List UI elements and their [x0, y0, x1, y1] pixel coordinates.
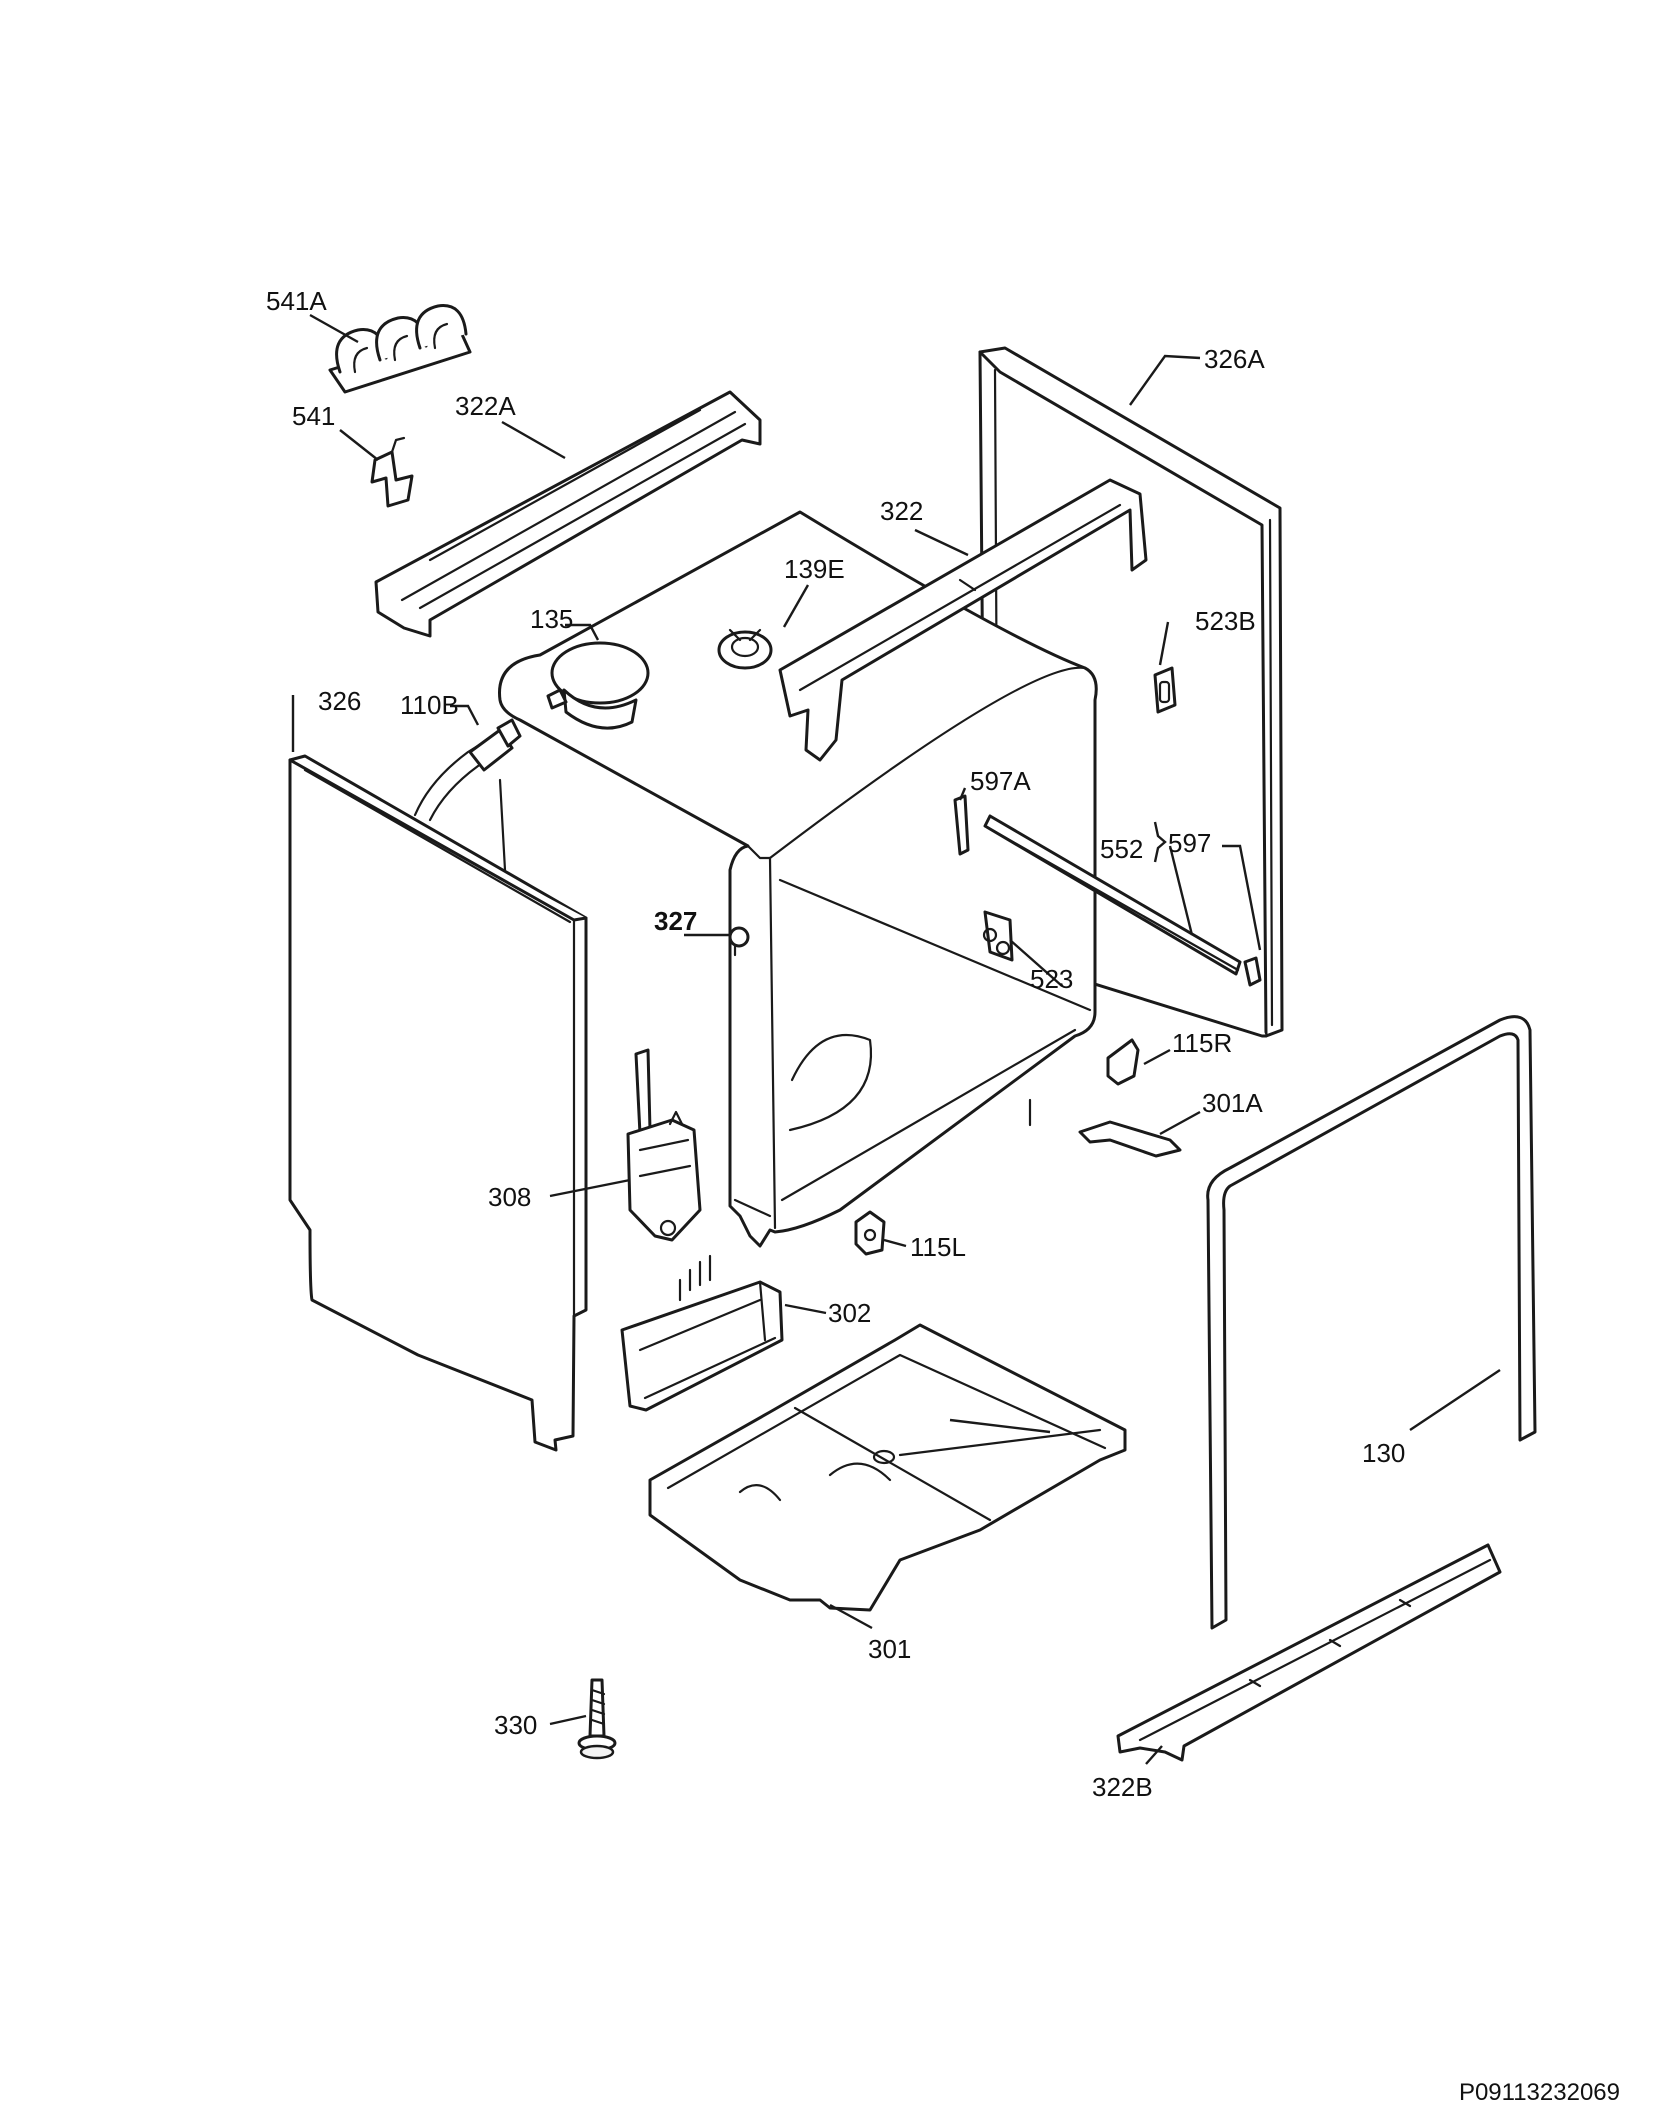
part-115L-cap: [854, 1210, 886, 1256]
part-541A-hose-clip: [328, 304, 472, 394]
callout-541A: 541A: [266, 286, 327, 316]
part-tub-cabinet: [498, 510, 1098, 1248]
callout-327: 327: [654, 906, 697, 936]
part-330-leveling-foot: [577, 1678, 617, 1760]
callout-302: 302: [828, 1298, 871, 1328]
callout-523B: 523B: [1195, 606, 1256, 636]
part-139E-fitting: [717, 628, 773, 670]
part-135-salt-cap: [546, 641, 650, 730]
part-115R-cap: [1106, 1038, 1140, 1086]
part-541-bracket: [370, 436, 414, 508]
callout-301: 301: [868, 1634, 911, 1664]
callout-322A: 322A: [455, 391, 516, 421]
callout-322: 322: [880, 496, 923, 526]
part-523-roller: [982, 910, 1014, 962]
part-130-door-seal: [1206, 1015, 1537, 1630]
callout-326: 326: [318, 686, 361, 716]
callout-110B: 110B: [400, 690, 459, 720]
part-302-front-frame: [620, 1280, 784, 1412]
callout-322B: 322B: [1092, 1772, 1153, 1802]
callout-597: 597: [1168, 828, 1211, 858]
callout-130: 130: [1362, 1438, 1405, 1468]
callout-541: 541: [292, 401, 335, 431]
part-322-top-rail: [778, 478, 1148, 762]
callout-326A: 326A: [1204, 344, 1265, 374]
part-326-side-panel: [288, 754, 588, 1452]
callout-523: 523: [1030, 964, 1073, 994]
part-327-plug: [728, 926, 750, 957]
part-322A-top-rail: [374, 390, 762, 638]
part-springs: [678, 1254, 712, 1302]
part-322B-bottom-rail: [1116, 1543, 1502, 1762]
callout-597A: 597A: [970, 766, 1031, 796]
part-523B-bracket: [1153, 666, 1177, 714]
part-301A-cover: [1078, 1120, 1182, 1158]
part-301-base-pan: [648, 1323, 1127, 1612]
callout-115L: 115L: [910, 1232, 966, 1262]
part-552-rail: [983, 814, 1262, 987]
leader-lines: [291, 313, 1501, 1765]
part-110B-hose: [413, 718, 522, 872]
callout-330: 330: [494, 1710, 537, 1740]
reference-code: P09113232069: [1459, 2079, 1620, 2106]
callout-139E: 139E: [784, 554, 845, 584]
callout-301A: 301A: [1202, 1088, 1263, 1118]
callout-552: 552: [1100, 834, 1143, 864]
callout-115R: 115R: [1172, 1028, 1232, 1058]
callout-308: 308: [488, 1182, 531, 1212]
part-308-hinge: [626, 1048, 702, 1242]
callout-135: 135: [530, 604, 573, 634]
